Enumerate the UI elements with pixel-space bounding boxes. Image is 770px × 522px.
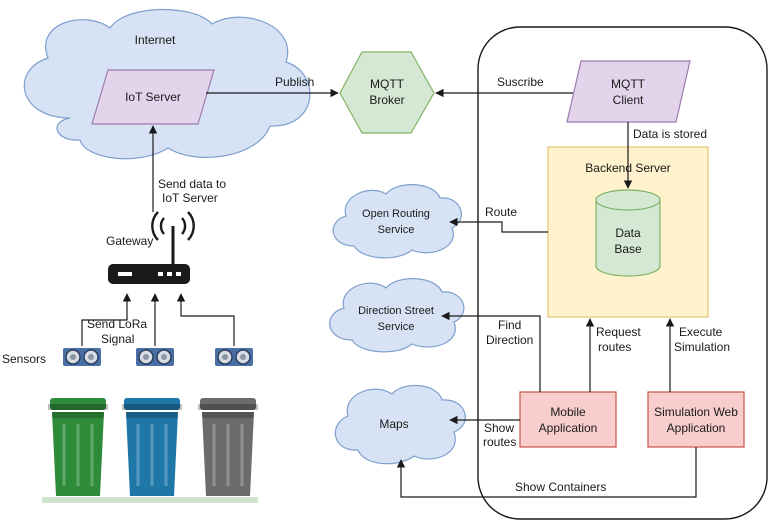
open-routing-cloud: Open Routing Service	[332, 184, 462, 259]
edge-data-stored-label: Data is stored	[633, 127, 707, 141]
mqtt-broker-node: MQTT Broker	[339, 51, 435, 134]
edge-show-containers	[396, 447, 697, 498]
edge-show-containers-label: Show Containers	[515, 480, 606, 494]
open-routing-label-line1: Open Routing	[362, 208, 430, 220]
mobile-application-node: Mobile Application	[519, 391, 617, 448]
edge-execute-simulation-label-line2: Simulation	[674, 340, 730, 354]
edge-find-direction	[441, 311, 541, 392]
sensor-group	[63, 348, 253, 366]
bin-group	[48, 398, 258, 496]
wifi-icon-outer	[151, 211, 159, 241]
gateway-label: Gateway	[106, 234, 153, 248]
trash-bin-green-icon	[48, 398, 108, 496]
database-top	[595, 189, 661, 211]
mqtt-broker-label-line2: Broker	[369, 93, 404, 107]
edge-show-routes-label-line2: routes	[483, 435, 516, 449]
mobile-application-shape	[519, 391, 617, 448]
edge-subscribe-label: Suscribe	[497, 75, 544, 89]
edge-lora-1	[81, 293, 132, 346]
open-routing-label-line2: Service	[378, 224, 415, 236]
direction-street-cloud: Direction Street Service	[329, 278, 465, 353]
ground-line	[42, 497, 258, 503]
database-node: Data Base	[595, 189, 661, 277]
wifi-icon-right	[181, 217, 187, 235]
edge-request-routes-label-line2: routes	[598, 340, 631, 354]
wifi-icon	[159, 217, 165, 235]
simulation-application-node: Simulation Web Application	[647, 391, 745, 448]
router-led-2	[158, 272, 163, 276]
edge-lora-label-line1: Send LoRa	[87, 317, 147, 331]
internet-label: Internet	[135, 33, 176, 47]
router-body	[108, 264, 190, 284]
mqtt-client-node: MQTT Client	[566, 60, 691, 123]
mqtt-broker-label-line1: MQTT	[370, 77, 405, 91]
direction-street-label-line1: Direction Street	[358, 305, 434, 317]
system-boundary	[477, 26, 768, 520]
edge-request-routes-label-line1: Request	[596, 325, 641, 339]
iot-server-label: IoT Server	[125, 90, 181, 104]
maps-cloud: Maps	[334, 384, 466, 465]
simulation-application-shape	[647, 391, 745, 448]
mobile-application-label-line1: Mobile	[550, 405, 586, 419]
direction-street-cloud-shape	[329, 278, 465, 353]
open-routing-cloud-shape	[332, 184, 462, 259]
maps-label: Maps	[379, 417, 408, 431]
maps-cloud-shape	[334, 384, 466, 465]
iot-server-node: IoT Server	[91, 69, 215, 125]
edge-show-routes-label-line1: Show	[484, 421, 514, 435]
trash-bin-gray-icon	[198, 398, 258, 496]
mqtt-broker-shape	[339, 51, 435, 134]
edge-send-to-iot-label-line1: Send data to	[158, 177, 226, 191]
mqtt-client-shape	[566, 60, 691, 123]
edge-publish-label: Publish	[275, 75, 314, 89]
router-led-4	[176, 272, 181, 276]
mqtt-client-label-line2: Client	[613, 93, 644, 107]
edge-lora-3	[176, 293, 235, 346]
ultrasonic-sensor-icon	[136, 348, 174, 366]
simulation-application-label-line2: Application	[667, 421, 726, 435]
mobile-application-label-line2: Application	[539, 421, 598, 435]
iot-server-shape	[91, 69, 215, 125]
ultrasonic-sensor-icon	[215, 348, 253, 366]
edge-execute-simulation-label-line1: Execute	[679, 325, 723, 339]
wifi-icon-right-outer	[187, 211, 195, 241]
router-led-3	[167, 272, 172, 276]
edge-find-direction-label-line2: Direction	[486, 333, 533, 347]
gateway-router-icon: Gateway	[106, 211, 195, 284]
sensors-label: Sensors	[2, 352, 46, 366]
database-label-line2: Base	[614, 242, 642, 256]
trash-bin-blue-icon	[122, 398, 182, 496]
edge-send-to-iot-label-line2: IoT Server	[162, 191, 218, 205]
edge-route-label: Route	[485, 205, 517, 219]
database-shape	[595, 200, 661, 277]
ultrasonic-sensor-icon	[63, 348, 101, 366]
edge-lora-label-line2: Signal	[101, 332, 134, 346]
simulation-application-label-line1: Simulation Web	[654, 405, 738, 419]
edge-find-direction-label-line1: Find	[498, 318, 521, 332]
edge-route	[449, 217, 548, 233]
router-led-1	[118, 272, 132, 276]
mqtt-client-label-line1: MQTT	[611, 77, 646, 91]
database-label-line1: Data	[615, 226, 641, 240]
direction-street-label-line2: Service	[378, 321, 415, 333]
